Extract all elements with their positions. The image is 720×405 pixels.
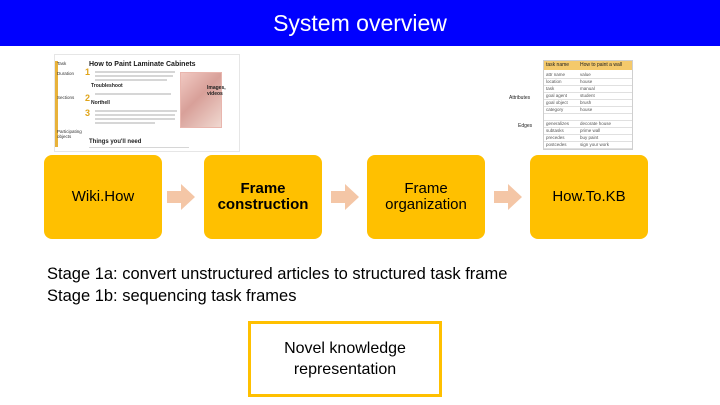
kb-side-label-attributes: Attributes: [509, 95, 531, 101]
kb-table-cell: subtasks: [546, 128, 564, 133]
kb-side-label-edges: Edges: [518, 123, 533, 129]
flow-box-label: How.To.KB: [552, 187, 626, 205]
kb-table-cell: location: [546, 79, 562, 84]
flow-box-frame-construction: Frame construction: [204, 155, 322, 239]
kb-row-divider: [544, 134, 632, 135]
kb-row-divider: [544, 99, 632, 100]
article-side-label: Duration: [57, 71, 75, 76]
kb-row-divider: [544, 127, 632, 128]
flow-box-wikihow: Wiki.How: [44, 155, 162, 239]
kb-table-cell: goal agent: [546, 93, 568, 98]
kb-row-divider: [544, 113, 632, 114]
flow-box-howtokb: How.To.KB: [530, 155, 648, 239]
kb-table-cell: task: [546, 86, 555, 91]
flow-arrow-icon: [494, 184, 522, 210]
novel-knowledge-label: Novel knowledge representation: [284, 340, 406, 378]
kb-table-cell: house: [580, 107, 593, 112]
article-text-line: [95, 114, 175, 116]
page-title: System overview: [273, 9, 447, 36]
flow-arrow-icon: [331, 184, 359, 210]
stage-1b-text: Stage 1b: sequencing task frames: [47, 287, 297, 305]
article-text-line: [95, 118, 175, 120]
article-image: [180, 72, 222, 128]
article-text-line: [95, 93, 171, 95]
kb-table-cell: brush: [580, 100, 592, 105]
article-step-number: 2: [85, 93, 91, 103]
kb-table-cell: category: [546, 107, 564, 112]
novel-knowledge-box: Novel knowledge representation: [248, 321, 442, 397]
kb-table-cell: student: [580, 93, 595, 98]
kb-row-divider: [544, 78, 632, 79]
article-step-number: 3: [85, 108, 91, 118]
wikihow-article-thumbnail: How to Paint Laminate Cabinets Task Dura…: [54, 54, 240, 152]
article-label-images: Images, videos: [207, 85, 226, 97]
article-title: How to Paint Laminate Cabinets: [89, 61, 196, 68]
kb-table-cell: postcedes: [546, 142, 567, 147]
kb-table-cell: prime wall: [580, 128, 601, 133]
article-accent-bar: [55, 61, 58, 147]
kb-row-divider: [544, 141, 632, 142]
kb-row-divider: [544, 85, 632, 86]
flow-arrow-icon: [167, 184, 195, 210]
kb-row-divider: [544, 120, 632, 121]
kb-row-divider: [544, 106, 632, 107]
article-side-label: Participating objects: [57, 129, 82, 139]
kb-table-cell: generalizes: [546, 121, 570, 126]
kb-table-cell: goal object: [546, 100, 568, 105]
flow-box-label: Wiki.How: [71, 187, 135, 205]
article-label-northell: Northell: [91, 100, 110, 106]
kb-table-cell: precedes: [546, 135, 565, 140]
kb-header-left: task name: [546, 62, 570, 68]
kb-table-cell: sign your work: [580, 142, 610, 147]
kb-table-cell: manual: [580, 86, 595, 91]
title-bar: System overview: [0, 0, 720, 46]
kb-table-cell: decorate house: [580, 121, 612, 126]
kb-table-thumbnail: task name How to paint a wall attr name v…: [543, 60, 633, 150]
stages-text: Stage 1a: convert unstructured articles …: [47, 263, 507, 307]
article-text-line: [95, 122, 155, 124]
kb-table-cell: attr name: [546, 72, 566, 77]
kb-row-divider: [544, 92, 632, 93]
article-text-line: [95, 110, 177, 112]
stage-1a-text: Stage 1a: convert unstructured articles …: [47, 265, 508, 283]
article-label-troubleshoot: Troubleshoot: [91, 83, 123, 89]
flow-box-frame-organization: Frame organization: [367, 155, 485, 239]
article-text-line: [95, 75, 173, 77]
kb-table-cell: buy paint: [580, 135, 599, 140]
article-side-label: Task: [57, 61, 67, 66]
article-text-line: [95, 71, 175, 73]
article-text-line: [95, 79, 167, 81]
kb-table-header: task name How to paint a wall: [544, 61, 632, 70]
kb-table-cell: house: [580, 79, 593, 84]
article-needs-heading: Things you'll need: [89, 139, 142, 145]
article-step-number: 1: [85, 67, 91, 77]
article-side-label: Sections: [57, 95, 75, 100]
flow-box-label: Frame construction: [217, 179, 309, 213]
kb-header-right: How to paint a wall: [580, 62, 622, 68]
article-text-line: [89, 147, 189, 148]
flow-box-label: Frame organization: [385, 179, 467, 213]
kb-row-divider: [544, 148, 632, 149]
kb-table-cell: value: [580, 72, 591, 77]
